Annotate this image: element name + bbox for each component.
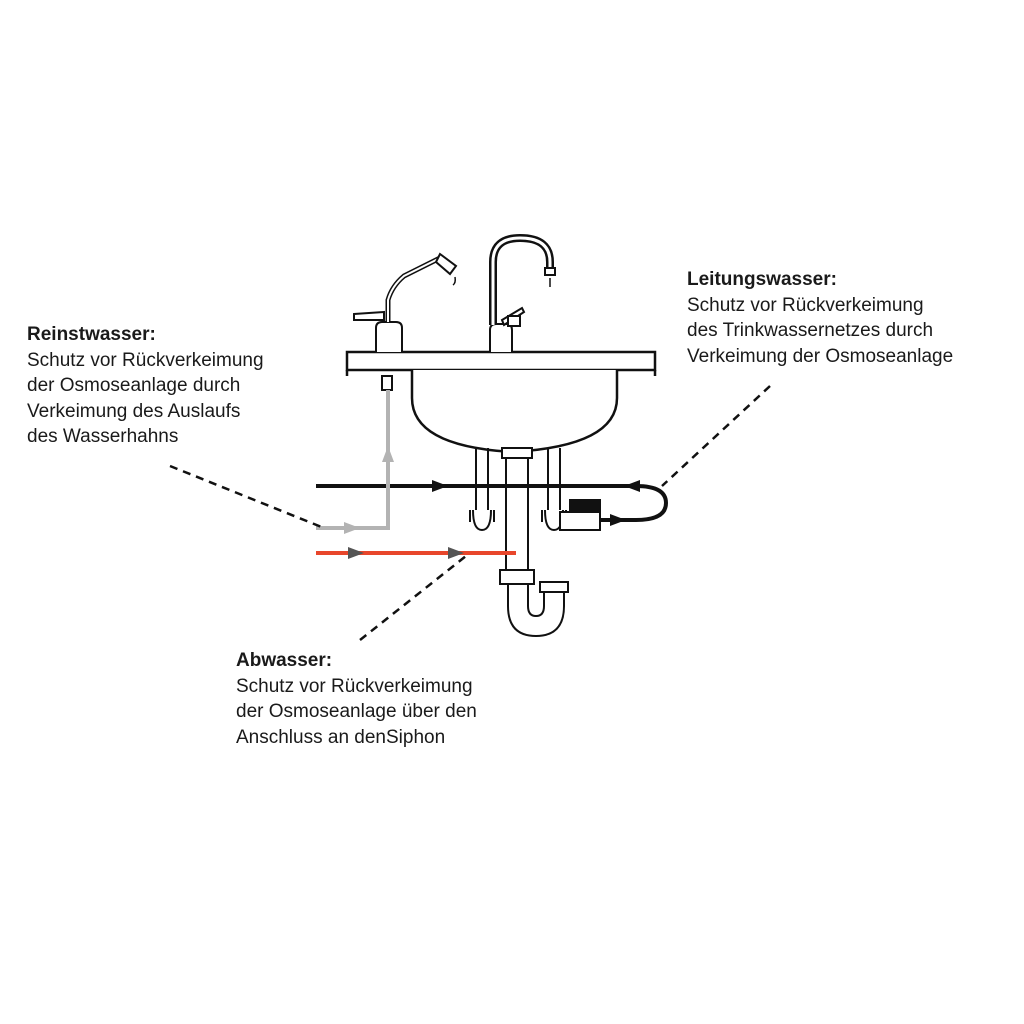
annotation-heading: Reinstwasser:	[27, 324, 156, 345]
pure-arrow-right-icon	[344, 522, 360, 534]
annotation-line: des Trinkwassernetzes durch	[687, 320, 934, 341]
sink-basin	[410, 370, 619, 454]
annotation-line: Schutz vor Rückverkeimung	[236, 675, 473, 697]
annotation-line: Schutz vor Rückverkeimung	[687, 294, 924, 316]
annotation-leitungswasser: Leitungswasser: Schutz vor Rückverkeimun…	[687, 267, 953, 369]
annotation-heading: Leitungswasser:	[687, 269, 837, 290]
annotation-line: Verkeimung des Auslaufs	[27, 400, 241, 422]
pure-water-line	[316, 390, 394, 534]
annotation-reinstwasser: Reinstwasser: Schutz vor Rückverkeimung …	[27, 322, 264, 450]
tap-arrow-right-icon	[610, 514, 626, 526]
annotation-line: der Osmoseanlage durch	[27, 375, 241, 396]
waste-arrow-2-icon	[448, 547, 464, 559]
waste-water-line	[316, 547, 516, 559]
annotation-heading: Abwasser:	[236, 650, 333, 671]
leader-leitungswasser	[661, 385, 771, 487]
drain-siphon	[499, 447, 569, 638]
waste-arrow-1-icon	[348, 547, 364, 559]
osmosis-faucet	[353, 252, 458, 352]
annotation-line: Anschluss an denSiphon	[236, 726, 446, 748]
tap-water-line	[316, 480, 669, 526]
tap-arrow-loop-icon	[624, 480, 640, 492]
leader-lines	[169, 385, 771, 641]
leader-reinstwasser	[169, 464, 325, 530]
countertop	[345, 350, 657, 376]
faucet-connector	[381, 375, 393, 391]
annotation-line: Verkeimung der Osmoseanlage	[687, 345, 954, 367]
annotation-line: der Osmoseanlage über den	[236, 701, 477, 722]
shutoff-valve	[559, 499, 601, 531]
leader-abwasser	[359, 555, 467, 641]
annotation-abwasser: Abwasser: Schutz vor Rückverkeimung der …	[236, 648, 477, 750]
annotation-line: des Wasserhahns	[27, 426, 179, 447]
tap-arrow-left-icon	[432, 480, 448, 492]
annotation-line: Schutz vor Rückverkeimung	[27, 349, 264, 371]
main-faucet	[489, 233, 556, 352]
pure-arrow-up-icon	[382, 446, 394, 462]
